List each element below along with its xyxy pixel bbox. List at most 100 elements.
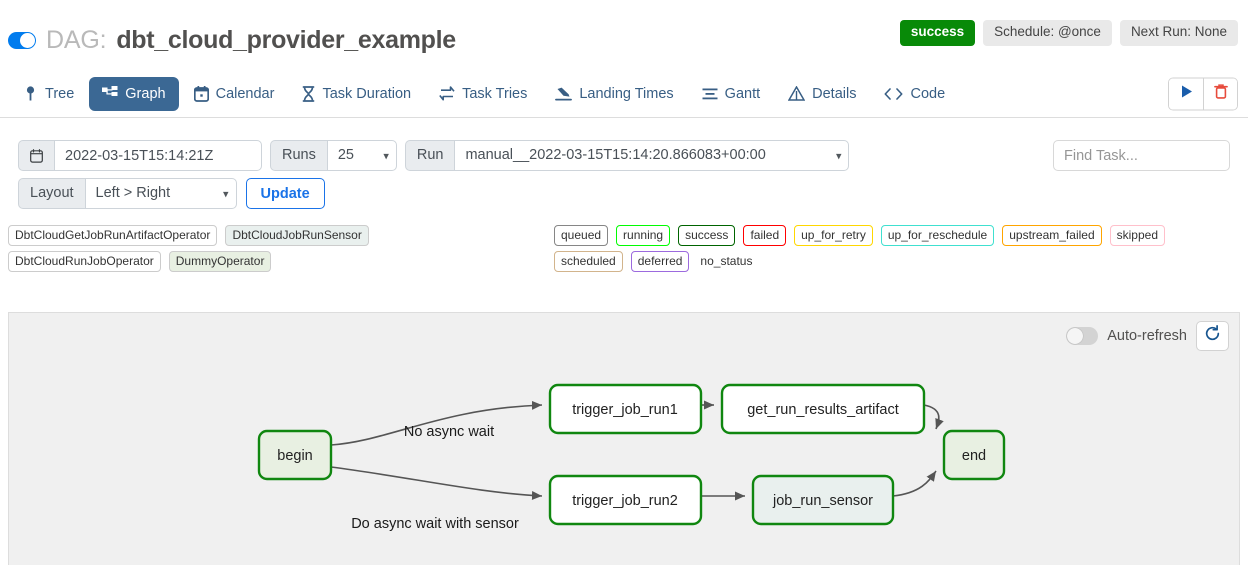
tab-calendar[interactable]: Calendar: [181, 77, 288, 111]
run-label: Run: [404, 140, 455, 171]
graph-node-job-run-sensor[interactable]: job_run_sensor: [751, 474, 895, 526]
layout-group: Layout Left > Right ▾: [18, 178, 237, 209]
next-run-badge[interactable]: Next Run: None: [1119, 20, 1238, 46]
node-box[interactable]: [751, 474, 895, 526]
legend-state-running[interactable]: running: [616, 225, 671, 247]
dag-graph-canvas[interactable]: Auto-refresh No async wait: [8, 312, 1240, 565]
update-button[interactable]: Update: [245, 178, 325, 209]
legend-state-upstream-failed[interactable]: upstream_failed: [1002, 225, 1102, 247]
graph-icon: [102, 86, 118, 101]
edge-job-run-sensor-to-end: [892, 470, 937, 497]
num-runs-select[interactable]: 25: [326, 140, 397, 171]
view-tabbar: Tree Graph Calendar Task Duration Task T: [0, 70, 1248, 118]
retry-icon: [439, 86, 455, 101]
node-box[interactable]: [720, 383, 926, 435]
tab-task-duration-label: Task Duration: [322, 85, 412, 102]
tab-details[interactable]: Details: [775, 77, 869, 111]
graph-node-get-run-results-artifact[interactable]: get_run_results_artifact: [720, 383, 926, 435]
tab-code-label: Code: [910, 85, 946, 102]
calendar-input-icon[interactable]: [18, 140, 54, 171]
legend-operator[interactable]: DbtCloudJobRunSensor: [225, 225, 369, 247]
legend-state-scheduled[interactable]: scheduled: [554, 251, 623, 273]
graph-node-trigger-job-run2[interactable]: trigger_job_run2: [548, 474, 703, 526]
legend-state-up-for-retry[interactable]: up_for_retry: [794, 225, 873, 247]
run-select-wrap: manual__2022-03-15T15:14:20.866083+00:00…: [454, 140, 850, 171]
graph-refresh-controls: Auto-refresh: [1066, 321, 1229, 351]
tab-gantt[interactable]: Gantt: [689, 77, 773, 111]
node-label: trigger_job_run2: [572, 493, 678, 509]
base-date-group: [18, 140, 262, 171]
status-badge: success: [899, 20, 976, 46]
tab-task-tries[interactable]: Task Tries: [426, 77, 540, 111]
toggle-knob: [20, 33, 35, 48]
legend-operator[interactable]: DbtCloudRunJobOperator: [8, 251, 161, 273]
header-badge-group: success Schedule: @once Next Run: None: [899, 20, 1238, 46]
state-legend: queued running success failed up_for_ret…: [554, 225, 1240, 273]
base-date-input[interactable]: [54, 140, 262, 171]
graph-legend: DbtCloudGetJobRunArtifactOperator DbtClo…: [8, 225, 1240, 275]
node-label: get_run_results_artifact: [747, 402, 899, 418]
schedule-badge[interactable]: Schedule: @once: [983, 20, 1112, 46]
node-box[interactable]: [548, 383, 703, 435]
tab-gantt-label: Gantt: [724, 85, 761, 102]
graph-edges: [330, 400, 944, 501]
page-header: DAG: dbt_cloud_provider_example success …: [0, 0, 1248, 70]
legend-state-queued[interactable]: queued: [554, 225, 609, 247]
search-input[interactable]: [1053, 140, 1230, 171]
delete-dag-button[interactable]: [1203, 78, 1237, 109]
dag-prefix-label: DAG:: [46, 26, 107, 54]
auto-refresh-label: Auto-refresh: [1107, 328, 1187, 344]
tab-landing-times-label: Landing Times: [579, 85, 674, 102]
tab-landing-times[interactable]: Landing Times: [542, 77, 686, 111]
legend-state-no-status[interactable]: no_status: [700, 254, 753, 269]
warning-triangle-icon: [788, 86, 806, 101]
tab-tree[interactable]: Tree: [10, 77, 87, 111]
tab-task-duration[interactable]: Task Duration: [289, 77, 424, 111]
runs-group: Runs 25 ▾: [270, 140, 397, 171]
tab-list: Tree Graph Calendar Task Duration Task T: [10, 76, 958, 111]
auto-refresh-toggle[interactable]: [1066, 327, 1099, 345]
edge-label-no-async-wait: No async wait: [404, 424, 494, 440]
tab-code[interactable]: Code: [871, 77, 958, 111]
layout-label: Layout: [18, 178, 85, 209]
page-title: dbt_cloud_provider_example: [116, 26, 456, 54]
tab-graph-label: Graph: [125, 85, 166, 102]
num-runs-select-wrap: 25 ▾: [326, 140, 397, 171]
legend-operator[interactable]: DummyOperator: [168, 251, 272, 273]
dag-title: DAG: dbt_cloud_provider_example: [8, 26, 456, 55]
filter-row-layout: Layout Left > Right ▾ Update: [18, 178, 1230, 209]
code-icon: [884, 87, 903, 101]
run-group: Run manual__2022-03-15T15:14:20.866083+0…: [404, 140, 850, 171]
layout-select[interactable]: Left > Right: [84, 178, 237, 209]
node-box[interactable]: [257, 429, 333, 481]
refresh-button[interactable]: [1196, 321, 1229, 351]
node-label: begin: [277, 448, 312, 464]
graph-filter-toolbar: Runs 25 ▾ Run manual__2022-03-15T15:14:2…: [10, 130, 1238, 219]
tab-calendar-label: Calendar: [215, 85, 275, 102]
tab-tree-label: Tree: [45, 85, 75, 102]
tab-graph[interactable]: Graph: [89, 76, 179, 111]
trigger-dag-button[interactable]: [1169, 78, 1203, 109]
node-box[interactable]: [942, 429, 1006, 481]
calendar-icon: [193, 85, 209, 102]
dag-pause-toggle[interactable]: [8, 32, 36, 49]
legend-state-success[interactable]: success: [678, 225, 736, 247]
graph-node-end[interactable]: end: [942, 429, 1006, 481]
trash-icon: [1213, 83, 1228, 104]
toggle-knob: [1067, 328, 1084, 344]
filter-row-primary: Runs 25 ▾ Run manual__2022-03-15T15:14:2…: [18, 140, 1230, 171]
play-icon: [1180, 84, 1193, 103]
legend-state-skipped[interactable]: skipped: [1109, 225, 1165, 247]
node-label: trigger_job_run1: [572, 402, 678, 418]
dag-graph-svg[interactable]: No async wait Do async wait with sensor …: [9, 313, 1240, 565]
graph-node-begin[interactable]: begin: [257, 429, 333, 481]
legend-state-up-for-reschedule[interactable]: up_for_reschedule: [880, 225, 995, 247]
run-select[interactable]: manual__2022-03-15T15:14:20.866083+00:00: [454, 140, 850, 171]
legend-operator[interactable]: DbtCloudGetJobRunArtifactOperator: [8, 225, 218, 247]
graph-node-trigger-job-run1[interactable]: trigger_job_run1: [548, 383, 703, 435]
tab-details-label: Details: [812, 85, 857, 102]
gantt-icon: [702, 87, 718, 101]
node-box[interactable]: [548, 474, 703, 526]
legend-state-deferred[interactable]: deferred: [630, 251, 690, 273]
legend-state-failed[interactable]: failed: [743, 225, 787, 247]
